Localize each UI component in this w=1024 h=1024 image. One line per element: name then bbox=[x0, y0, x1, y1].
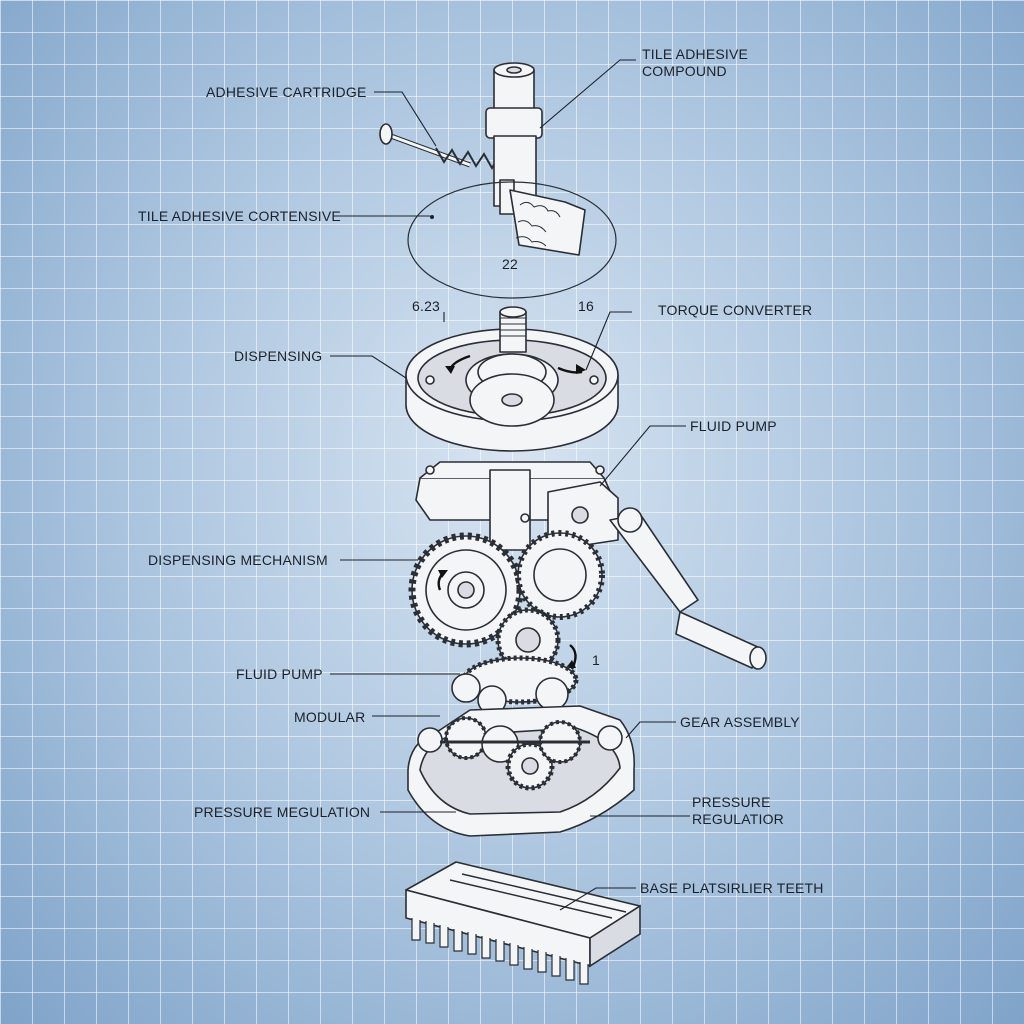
leader-lines bbox=[330, 59, 690, 911]
label-tile-adhesive-compound: TILE ADHESIVE COMPOUND bbox=[642, 46, 749, 79]
label-dispensing: DISPENSING bbox=[234, 348, 323, 364]
base-plate-teeth-part bbox=[405, 861, 641, 985]
label-pressure-megulation: PRESSURE MEGULATION bbox=[194, 804, 371, 820]
label-pressure-regulator: PRESSURE REGULATIOR bbox=[692, 794, 784, 827]
label-dispensing-mechanism: DISPENSING MECHANISM bbox=[148, 552, 328, 568]
label-gear-assembly: GEAR ASSEMBLY bbox=[680, 714, 800, 730]
label-base-plate-teeth: BASE PLATSIRLIER TEETH bbox=[640, 880, 824, 896]
dimension-1: 1 bbox=[592, 652, 600, 668]
crank-handle-part bbox=[609, 507, 767, 670]
label-modular: MODULAR bbox=[294, 709, 366, 725]
housing-bracket-part bbox=[415, 461, 619, 551]
label-torque-converter: TORQUE CONVERTER bbox=[658, 302, 813, 318]
adhesive-cartridge-part bbox=[379, 62, 586, 256]
dispensing-ring-part bbox=[405, 306, 619, 452]
label-fluid-pump-upper: FLUID PUMP bbox=[690, 418, 777, 434]
fluid-pump-gears-part bbox=[451, 655, 579, 715]
label-tile-adhesive-cortensive: TILE ADHESIVE CORTENSIVE bbox=[138, 208, 341, 224]
dimension-22: 22 bbox=[502, 256, 518, 272]
dimension-6-23: 6.23 bbox=[412, 298, 441, 314]
gear-assembly-frame-part bbox=[407, 705, 636, 837]
label-adhesive-cartridge: ADHESIVE CARTRIDGE bbox=[206, 84, 367, 100]
dimension-16: 16 bbox=[578, 298, 594, 314]
section-ellipse bbox=[407, 181, 617, 299]
label-fluid-pump-lower: FLUID PUMP bbox=[236, 666, 323, 682]
